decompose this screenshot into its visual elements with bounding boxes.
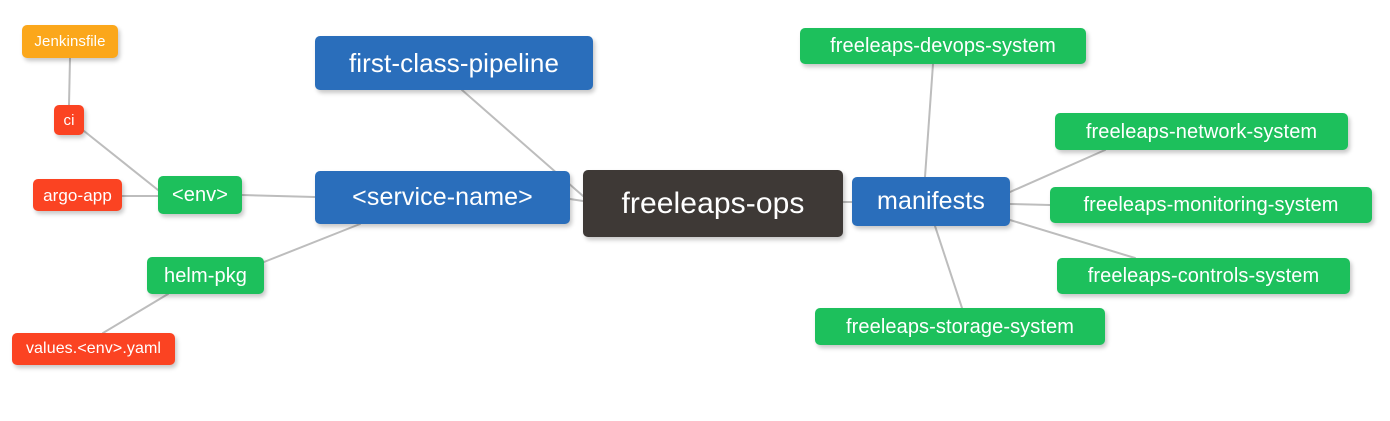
node-freeleaps-network-system[interactable]: freeleaps-network-system bbox=[1055, 113, 1348, 150]
node-manifests[interactable]: manifests bbox=[852, 177, 1010, 226]
edge-helm-pkg-to-values-yaml bbox=[102, 293, 169, 334]
node-ci[interactable]: ci bbox=[54, 105, 84, 135]
edge-service-name-to-helm-pkg bbox=[263, 223, 361, 263]
edge-ci-to-jenkinsfile bbox=[68, 57, 71, 106]
node-values-yaml[interactable]: values.<env>.yaml bbox=[12, 333, 175, 365]
node-freeleaps-devops-system[interactable]: freeleaps-devops-system bbox=[800, 28, 1086, 64]
node-helm-pkg[interactable]: helm-pkg bbox=[147, 257, 264, 294]
edge-manifests-to-freeleaps-network-system bbox=[1009, 149, 1106, 193]
node-freeleaps-ops[interactable]: freeleaps-ops bbox=[583, 170, 843, 237]
edge-manifests-to-freeleaps-devops-system bbox=[924, 63, 934, 178]
node-freeleaps-monitoring-system[interactable]: freeleaps-monitoring-system bbox=[1050, 187, 1372, 223]
node-env[interactable]: <env> bbox=[158, 176, 242, 214]
node-freeleaps-controls-system[interactable]: freeleaps-controls-system bbox=[1057, 258, 1350, 294]
edge-manifests-to-freeleaps-monitoring-system bbox=[1009, 203, 1051, 206]
node-service-name[interactable]: <service-name> bbox=[315, 171, 570, 224]
edge-service-name-to-env bbox=[241, 194, 316, 198]
edge-manifests-to-freeleaps-storage-system bbox=[934, 225, 963, 309]
edge-manifests-to-freeleaps-controls-system bbox=[1009, 219, 1136, 259]
edge-freeleaps-ops-to-service-name bbox=[569, 198, 584, 202]
node-freeleaps-storage-system[interactable]: freeleaps-storage-system bbox=[815, 308, 1105, 345]
node-argo-app[interactable]: argo-app bbox=[33, 179, 122, 211]
node-first-class-pipeline[interactable]: first-class-pipeline bbox=[315, 36, 593, 90]
node-jenkinsfile[interactable]: Jenkinsfile bbox=[22, 25, 118, 58]
